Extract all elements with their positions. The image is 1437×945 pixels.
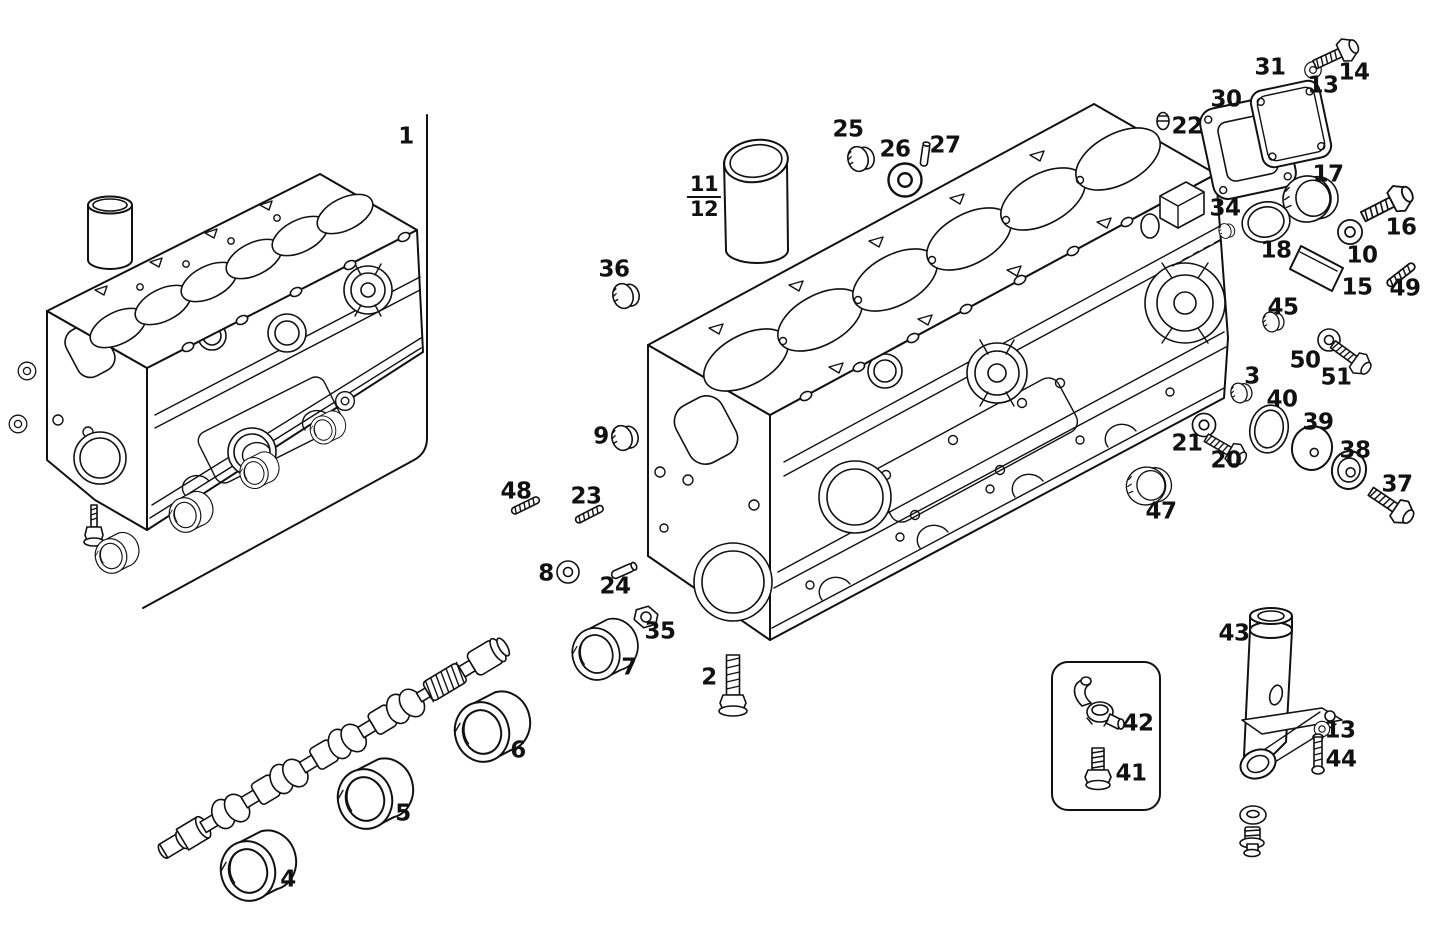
left-block-sleeve xyxy=(87,195,133,270)
ring-26 xyxy=(887,162,923,198)
pin-27 xyxy=(919,141,931,167)
cam-bearing-6 xyxy=(445,684,540,769)
plug-45 xyxy=(1260,308,1287,335)
main-deck-bosses xyxy=(799,216,1134,402)
stud-48 xyxy=(509,494,542,516)
o-ring-18 xyxy=(1241,201,1291,243)
washer-below-43 xyxy=(1239,805,1267,825)
left-block-loose-parts xyxy=(8,361,356,578)
bolt-44 xyxy=(1311,733,1325,775)
main-block-cylinder-bores xyxy=(703,127,1161,392)
plug-9 xyxy=(608,420,642,454)
bolt-16 xyxy=(1356,178,1419,230)
bolt-37 xyxy=(1362,480,1420,531)
washer-21 xyxy=(1191,412,1217,438)
o-ring-40 xyxy=(1248,404,1290,454)
washer-8 xyxy=(556,560,580,584)
disc-39 xyxy=(1290,425,1334,471)
cup-plug-47 xyxy=(1122,461,1176,510)
pin-24 xyxy=(610,561,638,580)
cylinder-liner xyxy=(723,138,789,264)
stud-22 xyxy=(1156,111,1170,131)
fitting-42 xyxy=(1073,676,1125,730)
cam-bearing-4 xyxy=(211,823,306,908)
plate-15 xyxy=(1289,245,1344,292)
stud-23 xyxy=(573,503,606,525)
plug-3 xyxy=(1228,379,1255,406)
stud-49 xyxy=(1384,260,1418,289)
group-1-boundary-line xyxy=(142,114,428,609)
camshaft-drawing xyxy=(157,637,511,859)
washer-10 xyxy=(1337,219,1363,245)
grommet-38 xyxy=(1330,450,1368,490)
nut-35 xyxy=(633,605,659,629)
bolt-2 xyxy=(718,654,748,717)
cover-plate-31 xyxy=(1249,79,1333,169)
plug-25 xyxy=(844,141,878,175)
left-block-cylinder-bores xyxy=(89,193,374,349)
main-cylinder-block-drawing xyxy=(647,103,1229,641)
bolt-20 xyxy=(1199,427,1252,471)
end-spoked-boss xyxy=(1144,262,1226,344)
bolt-41 xyxy=(1084,747,1112,791)
plug-below-43 xyxy=(1239,826,1265,858)
left-cylinder-block-drawing xyxy=(46,173,424,531)
inset-box-41-42 xyxy=(1051,661,1161,811)
left-block-end-boss xyxy=(343,263,393,317)
cam-bearing-7 xyxy=(564,612,646,687)
camshaft-worm-gear xyxy=(422,661,467,703)
oil-tube-43 xyxy=(1239,607,1343,780)
plug-36 xyxy=(609,278,643,312)
left-block-deck-bosses xyxy=(181,231,411,353)
cam-bearing-5 xyxy=(328,751,423,836)
mid-spoked-boss xyxy=(966,339,1028,407)
